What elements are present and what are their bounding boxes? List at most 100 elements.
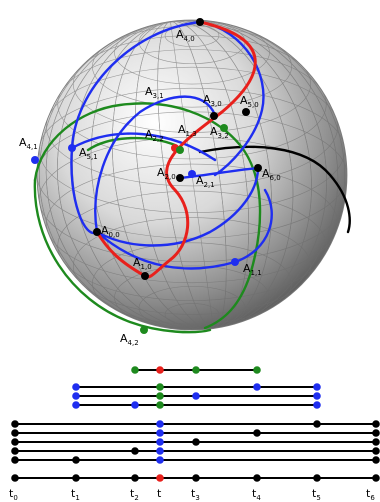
blue-curve-3 <box>94 95 217 234</box>
dot <box>156 447 164 455</box>
latitude-line <box>39 87 345 213</box>
point-A5-0 <box>242 108 250 116</box>
latitude-line <box>164 24 220 47</box>
latitude-line <box>57 49 327 160</box>
sphere-points <box>31 18 262 334</box>
label-A4-1: A4,1 <box>19 136 38 151</box>
dot <box>192 438 200 446</box>
latitude-line <box>72 35 312 133</box>
axis-labels: t0 t1 t2 t t3 t4 t5 t6 <box>9 487 375 502</box>
point-A6-0 <box>254 164 262 172</box>
label-A2-1: A2,1 <box>196 174 215 189</box>
point-A0-0 <box>93 228 101 236</box>
parameter-points <box>11 366 380 482</box>
dot <box>131 474 139 482</box>
blue-curve-1 <box>70 20 202 235</box>
point-A1-1 <box>231 258 239 266</box>
dot <box>192 474 200 482</box>
blue-curve-4 <box>95 166 260 247</box>
axis-label-t: t <box>157 487 162 500</box>
point-A4-2 <box>140 326 148 334</box>
point-A1-0 <box>141 272 149 280</box>
latitude-line <box>57 190 327 301</box>
dot <box>192 366 200 374</box>
dot <box>372 438 380 446</box>
dot <box>192 392 200 400</box>
point-A3-2 <box>220 124 228 132</box>
dot <box>11 456 19 464</box>
dot <box>372 447 380 455</box>
dot <box>372 474 380 482</box>
dot <box>313 392 321 400</box>
dot <box>72 474 80 482</box>
dot <box>11 429 19 437</box>
dot <box>11 438 19 446</box>
dot <box>156 366 164 374</box>
point-A3-0 <box>210 112 218 120</box>
dot <box>372 429 380 437</box>
dot <box>253 474 261 482</box>
latitude-line <box>164 303 220 326</box>
dot <box>313 383 321 391</box>
latitude-line <box>46 66 338 187</box>
dot <box>156 392 164 400</box>
label-A5-1: A5,1 <box>79 146 98 161</box>
blue-curve-2 <box>198 20 265 177</box>
label-A2-2: A2,2 <box>145 128 164 143</box>
green-curve-1 <box>33 102 262 330</box>
label-A4-0: A4,0 <box>176 28 195 43</box>
blue-curve-6 <box>70 132 217 162</box>
point-A4-0 <box>196 18 204 26</box>
dot <box>131 366 139 374</box>
dot <box>131 447 139 455</box>
dot <box>72 392 80 400</box>
label-A5-0: A5,0 <box>240 94 259 109</box>
point-A5-1 <box>68 144 76 152</box>
dot <box>72 401 80 409</box>
green-curve-2 <box>33 178 212 334</box>
black-curve <box>198 145 351 234</box>
dot <box>156 429 164 437</box>
dot <box>11 474 19 482</box>
dot <box>313 420 321 428</box>
dot <box>253 366 261 374</box>
dot <box>253 383 261 391</box>
dot <box>72 456 80 464</box>
axis-label-t2: t2 <box>130 487 139 502</box>
label-A1-3: A1,3 <box>178 123 197 138</box>
dot <box>156 438 164 446</box>
label-A3-0: A3,0 <box>203 93 222 108</box>
axis-label-t1: t1 <box>71 487 80 502</box>
point-A2-1 <box>188 170 196 178</box>
dot <box>156 420 164 428</box>
label-A0-0: A0,0 <box>101 224 120 239</box>
label-A3-1: A3,1 <box>145 85 164 100</box>
label-A2-0: A2,0 <box>157 166 176 181</box>
latitude-line <box>72 217 312 315</box>
axis-label-t6: t6 <box>366 487 375 502</box>
axis-label-t4: t4 <box>252 487 261 502</box>
dot <box>156 456 164 464</box>
axis-label-t3: t3 <box>191 487 200 502</box>
label-A6-0: A6,0 <box>262 167 281 182</box>
dot <box>372 456 380 464</box>
point-A2-2 <box>176 146 184 154</box>
axis-label-t0: t0 <box>9 487 18 502</box>
axis-label-t5: t5 <box>312 487 321 502</box>
dot <box>156 401 164 409</box>
sphere-labels: A4,0 A3,1 A3,0 A5,0 A4,1 A5,1 A2,2 A1,3 … <box>19 28 281 347</box>
dot <box>156 474 164 482</box>
blue-curve-7 <box>178 166 260 180</box>
dot <box>313 474 321 482</box>
latitude-line <box>46 163 338 284</box>
dot <box>156 383 164 391</box>
label-A3-2: A3,2 <box>210 125 229 140</box>
label-A4-2: A4,2 <box>120 332 139 347</box>
parameter-lines <box>15 369 376 479</box>
dot <box>253 429 261 437</box>
point-A4-1 <box>31 156 39 164</box>
dot <box>372 420 380 428</box>
label-A1-1: A1,1 <box>243 262 262 277</box>
dot <box>131 401 139 409</box>
